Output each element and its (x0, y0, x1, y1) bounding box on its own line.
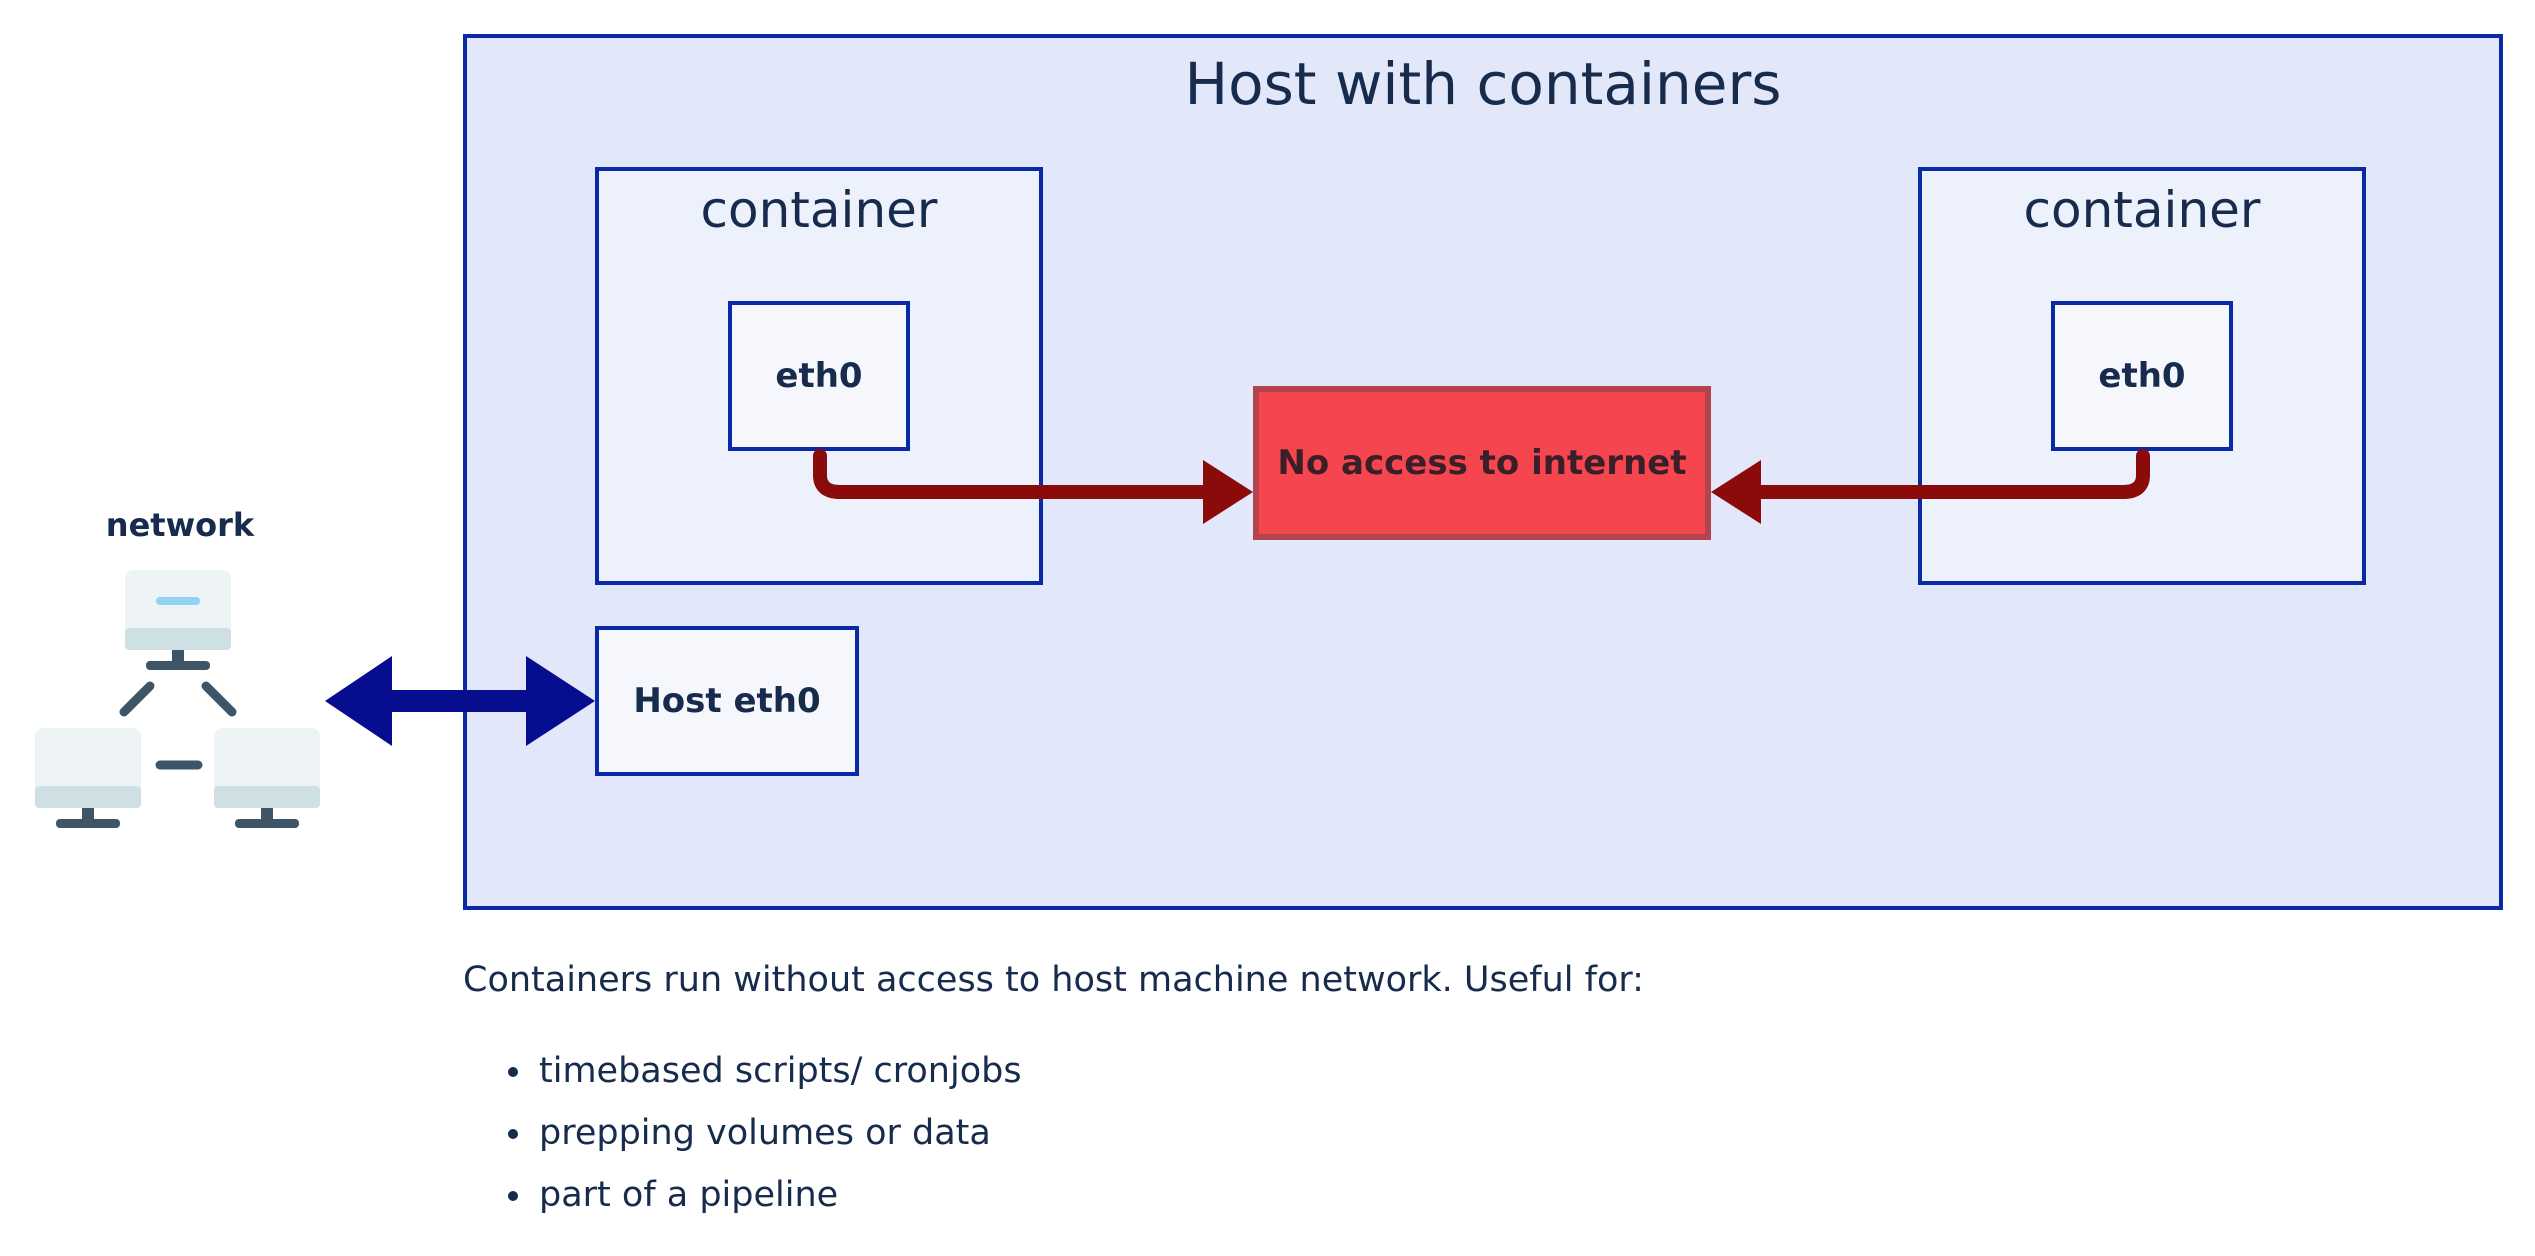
list-item: prepping volumes or data (535, 1102, 2363, 1164)
right-blocked-arrow (1711, 449, 2150, 524)
network-computers-icon (35, 570, 320, 828)
container-left-title: container (700, 181, 938, 239)
host-title: Host with containers (1184, 50, 1782, 118)
no-internet-box: No access to internet (1253, 386, 1711, 540)
network-host-double-arrow (325, 656, 595, 746)
network-label: network (105, 506, 255, 544)
list-item: part of a pipeline (535, 1164, 2363, 1226)
list-item: timebased scripts/ cronjobs (535, 1040, 2363, 1102)
container-left-eth0: eth0 (728, 301, 910, 451)
container-right-eth0: eth0 (2051, 301, 2233, 451)
left-blocked-arrow (813, 449, 1253, 524)
container-right-title: container (2023, 181, 2261, 239)
use-case-list: timebased scripts/ cronjobs prepping vol… (463, 1040, 2363, 1240)
host-eth0-box: Host eth0 (595, 626, 859, 776)
caption-text: Containers run without access to host ma… (463, 960, 1644, 1000)
